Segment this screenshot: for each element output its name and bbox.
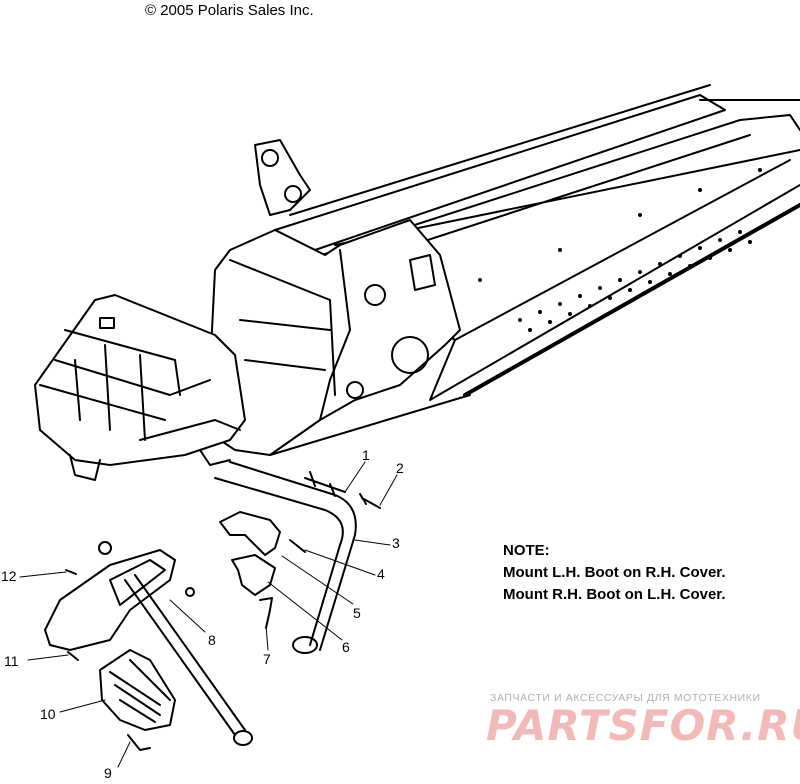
part-3-tube-end bbox=[292, 636, 318, 654]
callout-10: 10 bbox=[40, 706, 56, 722]
callout-2: 2 bbox=[396, 460, 404, 476]
part-3-tube bbox=[214, 461, 357, 651]
callout-6: 6 bbox=[342, 639, 350, 655]
copyright-text: © 2005 Polaris Sales Inc. bbox=[145, 2, 314, 19]
callout-4: 4 bbox=[377, 566, 385, 582]
part-4-pin bbox=[289, 539, 306, 553]
callout-9: 9 bbox=[104, 765, 112, 781]
leader-lines bbox=[19, 461, 398, 768]
part-11-bolt bbox=[67, 651, 79, 661]
callout-1: 1 bbox=[362, 447, 370, 463]
part-8-cover bbox=[44, 549, 176, 651]
part-9-bolt bbox=[127, 734, 151, 751]
mounting-note: NOTE: Mount L.H. Boot on R.H. Cover. Mou… bbox=[503, 540, 725, 606]
note-heading: NOTE: bbox=[503, 542, 550, 559]
callout-12: 12 bbox=[1, 568, 17, 584]
part-7-bolt bbox=[259, 597, 273, 629]
steering-rod bbox=[124, 574, 246, 736]
watermark-logo: PARTSFOR.RU bbox=[486, 701, 800, 750]
callout-5: 5 bbox=[353, 605, 361, 621]
upper-bolt bbox=[98, 541, 112, 555]
callout-11: 11 bbox=[4, 653, 19, 669]
tie-rod-end bbox=[233, 730, 253, 746]
part-5-clamp bbox=[219, 511, 281, 556]
chassis-frame bbox=[34, 84, 800, 481]
part-6-clamp bbox=[231, 554, 276, 596]
callout-7: 7 bbox=[263, 651, 271, 667]
side-bolt bbox=[185, 587, 195, 597]
note-line-2: Mount R.H. Boot on L.H. Cover. bbox=[503, 586, 726, 603]
watermark-caption: ЗАПЧАСТИ И АКСЕССУАРЫ ДЛЯ МОТОТЕХНИКИ bbox=[490, 692, 761, 704]
callout-numbers: 1 2 3 4 5 6 7 8 9 10 11 12 bbox=[1, 447, 404, 781]
part-12-washer bbox=[65, 569, 77, 575]
callout-3: 3 bbox=[392, 535, 400, 551]
part-2-bolt bbox=[359, 493, 381, 509]
tunnel-perforations bbox=[478, 168, 762, 332]
callout-8: 8 bbox=[208, 632, 216, 648]
note-line-1: Mount L.H. Boot on R.H. Cover. bbox=[503, 564, 726, 581]
